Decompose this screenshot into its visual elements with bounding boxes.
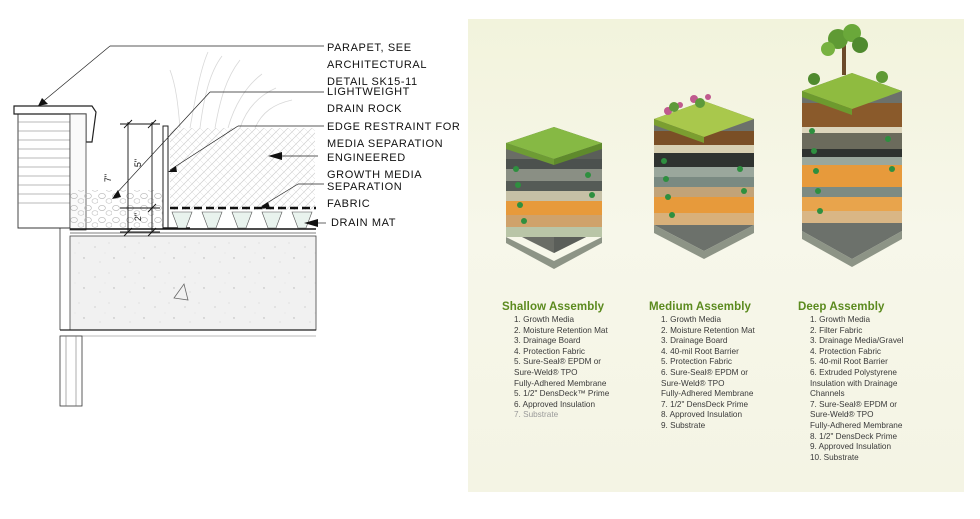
- growth-media-fill: [170, 128, 315, 210]
- list-item: 5. 40-mil Root Barrier: [810, 357, 888, 367]
- vegetation-lines: [169, 51, 293, 129]
- medium-assembly-title: Medium Assembly: [649, 301, 752, 313]
- callout-arrowheads: [38, 98, 318, 227]
- dimension-2-inch: 2": [133, 212, 144, 222]
- list-item: 7. Substrate: [514, 410, 559, 420]
- dimension-5-inch: 5": [133, 158, 144, 168]
- concrete-slab: [69, 235, 317, 331]
- list-item: 1. Growth Media: [661, 315, 722, 324]
- list-item: 3. Drainage Media/Gravel: [810, 336, 904, 346]
- list-item: 1. Growth Media: [514, 315, 575, 324]
- drain-mat: [171, 211, 313, 229]
- callout-separation-fabric: SEPARATION FABRIC: [327, 181, 403, 210]
- deep-assembly-list: Deep Assembly 1. Growth Media 2. Filter …: [798, 301, 903, 463]
- callout-drain-rock: LIGHTWEIGHT DRAIN ROCK: [327, 86, 410, 115]
- list-item: 6. Sure-Seal® EPDM or Sure-Weld® TPO Ful…: [661, 367, 754, 399]
- callout-drain-mat: DRAIN MAT: [331, 217, 397, 229]
- shallow-assembly-title: Shallow Assembly: [502, 301, 605, 313]
- callout-parapet: PARAPET, SEE ARCHITECTURAL DETAIL SK15-1…: [327, 42, 428, 88]
- medium-assembly-stack: [654, 94, 754, 259]
- list-item: 2. Moisture Retention Mat: [514, 325, 608, 335]
- green-roof-assemblies-panel: Shallow Assembly 1. Growth Media 2. Mois…: [468, 19, 964, 492]
- list-item: 4. Protection Fabric: [810, 346, 881, 356]
- list-item: 7. 1/2" DensDeck Prime: [661, 399, 749, 409]
- list-item: 5. Sure-Seal® EPDM or Sure-Weld® TPO Ful…: [514, 357, 607, 388]
- callout-leader-lines: [39, 45, 324, 207]
- list-item: 9. Substrate: [661, 420, 706, 430]
- list-item: 1. Growth Media: [810, 315, 871, 324]
- callout-edge-restraint: EDGE RESTRAINT FOR MEDIA SEPARATION: [327, 121, 461, 150]
- list-item: 8. Approved Insulation: [661, 410, 743, 420]
- roof-edge-section-detail: [13, 45, 326, 407]
- edge-restraint: [162, 125, 169, 229]
- list-item: 5. Protection Fabric: [661, 357, 732, 367]
- concrete-triangle-mark: [173, 283, 189, 301]
- list-item: 10. Substrate: [810, 452, 859, 462]
- shallow-assembly-stack: [506, 127, 602, 269]
- list-item: 2. Filter Fabric: [810, 325, 863, 335]
- list-item: 4. 40-mil Root Barrier: [661, 346, 739, 356]
- assembly-illustrations: [506, 24, 902, 269]
- deep-assembly-stack: [802, 24, 902, 267]
- dimension-7-inch: 7": [103, 173, 114, 183]
- tree-illustration: [808, 24, 888, 85]
- callout-growth-media: ENGINEERED GROWTH MEDIA: [327, 152, 423, 181]
- dimension-lines: [120, 119, 160, 237]
- list-item: 6. Approved Insulation: [514, 399, 596, 409]
- wall-below-slab: [18, 227, 83, 407]
- shallow-assembly-list: Shallow Assembly 1. Growth Media 2. Mois…: [502, 301, 609, 421]
- list-item: 5. 1/2" DensDeck™ Prime: [514, 389, 610, 399]
- list-item: 6. Extruded Polystyrene Insulation with …: [810, 367, 898, 399]
- list-item: 7. Sure-Seal® EPDM or Sure-Weld® TPO Ful…: [810, 399, 903, 430]
- list-item: 2. Moisture Retention Mat: [661, 325, 755, 335]
- deep-assembly-title: Deep Assembly: [798, 301, 885, 313]
- list-item: 8. 1/2" DensDeck Prime: [810, 431, 898, 441]
- list-item: 3. Drainage Board: [661, 336, 728, 346]
- list-item: 4. Protection Fabric: [514, 346, 585, 356]
- list-item: 9. Approved Insulation: [810, 442, 892, 452]
- list-item: 3. Drainage Board: [514, 336, 581, 346]
- medium-assembly-list: Medium Assembly 1. Growth Media 2. Moist…: [649, 301, 755, 432]
